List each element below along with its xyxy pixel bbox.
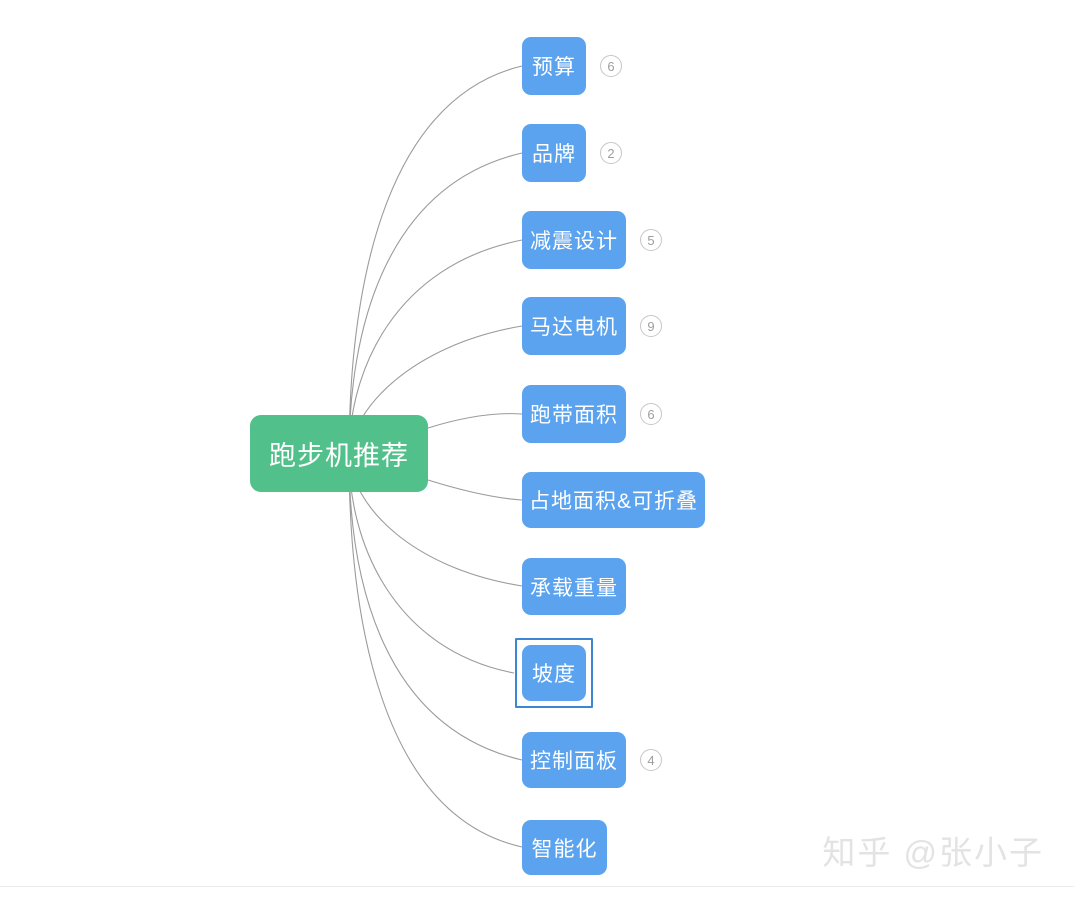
connector-to-branch-9: [348, 454, 523, 848]
branch-node-label: 马达电机: [530, 316, 618, 339]
branch-node-label: 预算: [532, 56, 576, 79]
connector-to-branch-4: [427, 413, 523, 429]
branch-node[interactable]: 坡度: [522, 645, 586, 701]
child-count-badge[interactable]: 2: [600, 142, 622, 164]
branch-node-label: 减震设计: [530, 230, 618, 253]
root-node[interactable]: 跑步机推荐: [250, 415, 428, 492]
branch-node-label: 跑带面积: [530, 404, 618, 427]
child-count-badge[interactable]: 5: [640, 229, 662, 251]
watermark: 知乎 @张小子: [822, 834, 1044, 871]
root-node-label: 跑步机推荐: [269, 441, 409, 471]
branch-node[interactable]: 预算: [522, 37, 586, 95]
connector-to-branch-0: [348, 65, 523, 456]
branch-node[interactable]: 承载重量: [522, 558, 626, 615]
branch-node[interactable]: 减震设计: [522, 211, 626, 269]
branch-node-label: 控制面板: [530, 750, 618, 773]
branch-node[interactable]: 控制面板: [522, 732, 626, 788]
branch-node[interactable]: 跑带面积: [522, 385, 626, 443]
connector-to-branch-1: [348, 152, 523, 456]
child-count-badge[interactable]: 6: [640, 403, 662, 425]
child-count-badge[interactable]: 6: [600, 55, 622, 77]
child-count-badge[interactable]: 9: [640, 315, 662, 337]
branch-node[interactable]: 占地面积&可折叠: [522, 472, 705, 528]
branch-node-label: 坡度: [532, 663, 576, 686]
branch-node[interactable]: 智能化: [522, 820, 607, 875]
branch-node-label: 品牌: [532, 143, 576, 166]
connector-to-branch-5: [427, 479, 523, 501]
branch-node-label: 占地面积&可折叠: [528, 490, 698, 513]
child-count-badge[interactable]: 4: [640, 749, 662, 771]
connector-to-branch-8: [348, 454, 523, 761]
branch-node[interactable]: 马达电机: [522, 297, 626, 355]
branch-node-label: 承载重量: [530, 576, 618, 600]
branch-node[interactable]: 品牌: [522, 124, 586, 182]
branch-node-label: 智能化: [531, 837, 598, 861]
bottom-divider: [0, 886, 1074, 887]
